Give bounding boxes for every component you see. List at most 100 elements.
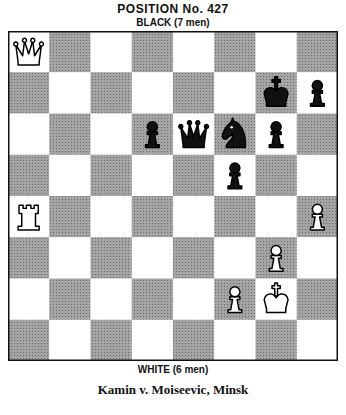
light-square bbox=[91, 31, 133, 73]
piece-part bbox=[311, 91, 325, 107]
piece-part bbox=[16, 41, 42, 65]
white-pawn bbox=[269, 246, 283, 272]
light-square bbox=[173, 114, 215, 156]
light-square bbox=[297, 237, 338, 279]
black-pawn bbox=[228, 163, 242, 189]
light-square bbox=[297, 72, 338, 114]
light-square bbox=[132, 155, 174, 197]
dark-square bbox=[256, 72, 298, 114]
white-king bbox=[264, 283, 288, 312]
dark-square bbox=[173, 237, 215, 279]
piece-part bbox=[222, 118, 245, 147]
position-title: POSITION No. 427 bbox=[0, 2, 346, 16]
dark-square bbox=[256, 237, 298, 279]
light-square bbox=[132, 72, 174, 114]
dark-square bbox=[91, 237, 133, 279]
dark-square bbox=[49, 279, 91, 321]
black-pawn bbox=[146, 122, 160, 148]
light-square bbox=[214, 155, 256, 197]
piece-part bbox=[181, 124, 207, 148]
light-square bbox=[173, 31, 215, 73]
dark-square bbox=[132, 279, 174, 321]
dark-square bbox=[214, 196, 256, 238]
light-square bbox=[214, 237, 256, 279]
game-caption: Kamin v. Moiseevic, Minsk bbox=[0, 382, 346, 398]
light-square bbox=[173, 279, 215, 321]
piece-part bbox=[22, 38, 26, 42]
dark-square bbox=[173, 72, 215, 114]
dark-square bbox=[49, 196, 91, 238]
dark-square bbox=[214, 114, 256, 156]
light-square bbox=[256, 196, 298, 238]
dark-square bbox=[49, 114, 91, 156]
piece-part bbox=[271, 122, 281, 132]
light-square bbox=[256, 279, 298, 321]
dark-square bbox=[8, 320, 50, 361]
dark-square bbox=[132, 31, 174, 73]
light-square bbox=[49, 237, 91, 279]
piece-part bbox=[228, 297, 242, 313]
piece-part bbox=[146, 132, 160, 148]
piece-part bbox=[39, 42, 43, 46]
piece-part bbox=[272, 283, 280, 296]
dark-square bbox=[8, 72, 50, 114]
piece-part bbox=[264, 88, 288, 106]
white-pawn bbox=[311, 204, 325, 230]
black-pawn bbox=[269, 122, 283, 148]
dark-square bbox=[256, 320, 298, 361]
piece-part bbox=[18, 205, 39, 230]
piece-part bbox=[312, 81, 322, 91]
light-square bbox=[91, 196, 133, 238]
dark-square bbox=[91, 72, 133, 114]
piece-part bbox=[269, 256, 283, 272]
light-square bbox=[49, 155, 91, 197]
piece-part bbox=[196, 121, 200, 125]
dark-square bbox=[91, 155, 133, 197]
piece-part bbox=[147, 122, 157, 132]
piece-part bbox=[272, 77, 280, 90]
light-square bbox=[256, 31, 298, 73]
dark-square bbox=[297, 279, 338, 321]
side-label: WHITE (6 men) bbox=[0, 364, 346, 375]
piece-part bbox=[230, 163, 240, 173]
light-square bbox=[91, 114, 133, 156]
side-label: BLACK (7 men) bbox=[0, 17, 346, 28]
board-border bbox=[9, 32, 338, 361]
dark-square bbox=[8, 155, 50, 197]
black-pawn bbox=[311, 81, 325, 107]
light-square bbox=[49, 72, 91, 114]
light-square bbox=[297, 155, 338, 197]
black-queen bbox=[179, 121, 209, 148]
piece-part bbox=[269, 132, 283, 148]
dark-square bbox=[297, 196, 338, 238]
dark-square bbox=[297, 31, 338, 73]
black-king bbox=[264, 77, 288, 106]
light-square bbox=[132, 237, 174, 279]
light-square bbox=[91, 279, 133, 321]
piece-part bbox=[31, 38, 35, 42]
light-square bbox=[8, 114, 50, 156]
piece-part bbox=[204, 125, 208, 129]
piece-part bbox=[187, 121, 191, 125]
light-square bbox=[256, 114, 298, 156]
dark-square bbox=[8, 237, 50, 279]
light-square bbox=[173, 196, 215, 238]
light-square bbox=[8, 196, 50, 238]
light-square bbox=[214, 72, 256, 114]
dark-square bbox=[214, 31, 256, 73]
piece-part bbox=[271, 246, 281, 256]
dark-square bbox=[297, 114, 338, 156]
piece-part bbox=[312, 204, 322, 214]
dark-square bbox=[214, 279, 256, 321]
light-square bbox=[297, 320, 338, 361]
knight-eye bbox=[230, 126, 233, 129]
dark-square bbox=[173, 320, 215, 361]
light-square bbox=[8, 279, 50, 321]
piece-part bbox=[228, 173, 242, 189]
piece-part bbox=[179, 125, 183, 129]
dark-square bbox=[91, 320, 133, 361]
white-rook bbox=[18, 205, 39, 230]
dark-square bbox=[132, 196, 174, 238]
piece-part bbox=[311, 214, 325, 230]
dark-square bbox=[132, 114, 174, 156]
